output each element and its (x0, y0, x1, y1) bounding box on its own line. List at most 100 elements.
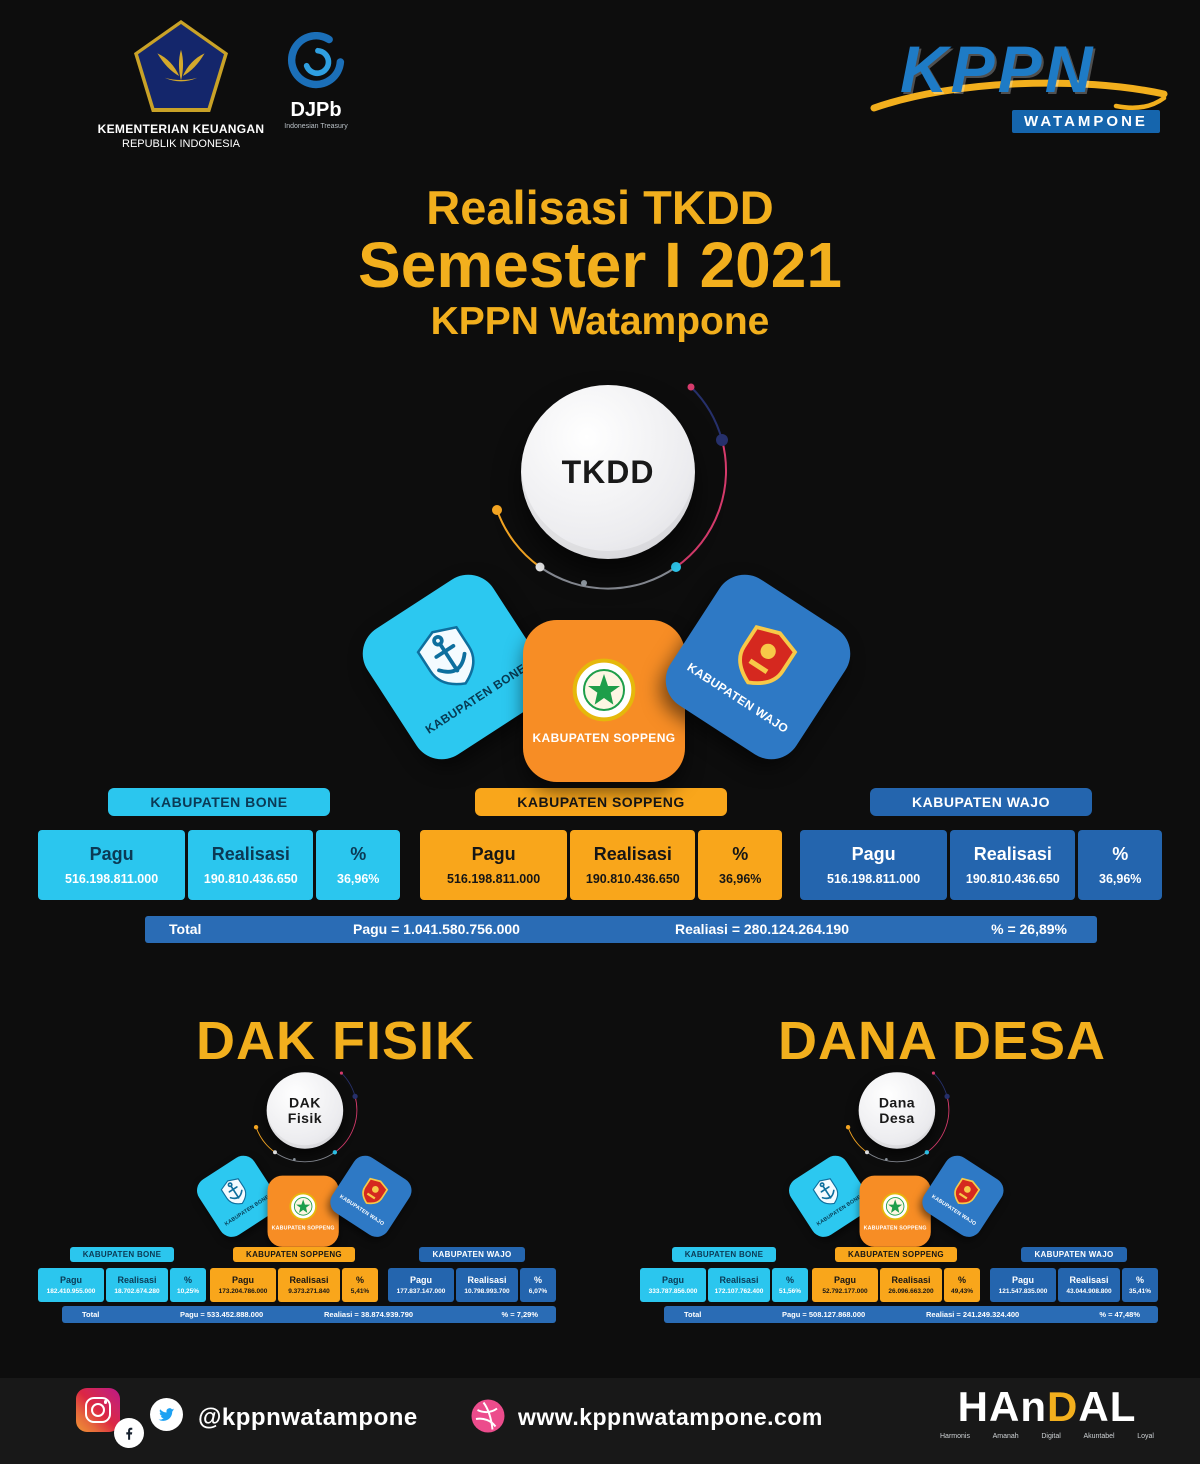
realisasi-value: 26.096.663.200 (888, 1288, 934, 1295)
djpb-tagline: Indonesian Treasury (284, 123, 348, 130)
node-label-soppeng: KABUPATEN SOPPENG (532, 730, 676, 745)
realisasi-header: Realisasi (891, 1275, 931, 1285)
pagu-cell: Pagu 182.410.955.000 (38, 1268, 104, 1302)
table-dak-wajo: KABUPATEN WAJO Pagu 177.837.147.000 Real… (388, 1247, 556, 1302)
website-url: www.kppnwatampone.com (518, 1404, 823, 1430)
total-realisasi: Realiasi = 38.874.939.790 (324, 1310, 414, 1319)
total-pct: % = 47,48% (1099, 1310, 1140, 1319)
soppeng-crest-icon (572, 658, 636, 721)
pagu-value: 177.837.147.000 (396, 1288, 446, 1295)
tkdd-cluster: TKDD KABUPATEN BONE KABUPATEN SOPPENG KA… (340, 330, 870, 790)
pct-cell: % 5,41% (342, 1268, 378, 1302)
realisasi-header: Realisasi (117, 1275, 157, 1285)
hub-dana-desa: Dana Desa (858, 1072, 936, 1149)
table-tkdd-bone: KABUPATEN BONE Pagu 516.198.811.000 Real… (38, 788, 400, 900)
hub-label-line1: Dana (878, 1094, 916, 1111)
kemenkeu-pentagon-inner (138, 24, 224, 108)
pct-cell: % 51,56% (772, 1268, 808, 1302)
pct-value: 49,43% (950, 1288, 974, 1295)
hub-label-line1: TKDD (561, 453, 655, 490)
handal-letter: H (957, 1383, 989, 1430)
realisasi-value: 190.810.436.650 (585, 872, 680, 886)
pagu-value: 516.198.811.000 (827, 872, 921, 886)
pct-cell: % 10,25% (170, 1268, 206, 1302)
pct-cell: % 36,96% (698, 830, 782, 900)
pct-cell: % 36,96% (316, 830, 400, 900)
hub-tkdd: TKDD (521, 385, 695, 559)
facebook-icon (114, 1418, 144, 1448)
orbit-arcs-icon (253, 1071, 358, 1163)
hub-dak-fisik: DAK Fisik (266, 1072, 344, 1149)
realisasi-value: 190.810.436.650 (965, 872, 1060, 886)
pct-header: % (732, 844, 749, 864)
total-label: Total (684, 1310, 702, 1319)
region-pill-wajo: KABUPATEN WAJO (419, 1247, 525, 1262)
pagu-value: 182.410.955.000 (46, 1288, 96, 1295)
node-kabupaten-soppeng: KABUPATEN SOPPENG (523, 620, 685, 782)
node-label-soppeng: KABUPATEN SOPPENG (271, 1224, 335, 1231)
kemenkeu-pentagon-icon (134, 20, 228, 112)
pagu-header: Pagu (59, 1275, 82, 1285)
total-pagu: Pagu = 508.127.868.000 (782, 1310, 866, 1319)
node-kabupaten-soppeng: KABUPATEN SOPPENG (267, 1175, 339, 1247)
realisasi-value: 43.044.908.800 (1066, 1288, 1112, 1295)
table-dd-soppeng: KABUPATEN SOPPENG Pagu 52.792.177.000 Re… (812, 1247, 980, 1302)
region-pill-bone: KABUPATEN BONE (108, 788, 330, 816)
wajo-crest-icon (738, 624, 798, 685)
poster-title-line2: Semester I 2021 (358, 229, 842, 301)
wajo-crest-icon (954, 1177, 981, 1205)
node-kabupaten-bone: KABUPATEN BONE (191, 1150, 284, 1242)
handal-letter: D (1047, 1383, 1079, 1430)
pct-value: 36,96% (337, 872, 380, 886)
region-pill-soppeng: KABUPATEN SOPPENG (475, 788, 727, 816)
pct-value: 5,41% (350, 1288, 370, 1295)
table-tkdd-soppeng: KABUPATEN SOPPENG Pagu 516.198.811.000 R… (420, 788, 782, 900)
table-dak-soppeng: KABUPATEN SOPPENG Pagu 173.204.786.000 R… (210, 1247, 378, 1302)
social-handle: @kppnwatampone (198, 1404, 418, 1431)
pct-header: % (1135, 1275, 1144, 1285)
handal-letter: A (989, 1383, 1021, 1430)
pagu-header: Pagu (833, 1275, 856, 1285)
handal-values: Harmonis Amanah Digital Akuntabel Loyal (938, 1433, 1156, 1440)
realisasi-value: 18.702.674.280 (114, 1288, 160, 1295)
total-pct: % = 7,29% (501, 1310, 538, 1319)
pagu-cell: Pagu 121.547.835.000 (990, 1268, 1056, 1302)
hub-label-line2: Fisik (287, 1110, 323, 1126)
instagram-lens (91, 1403, 105, 1417)
handal-value-loyal: Loyal (1137, 1433, 1154, 1441)
instagram-icon (76, 1388, 120, 1432)
pagu-header: Pagu (851, 844, 896, 864)
handal-wordmark: H A n D A L (938, 1383, 1156, 1430)
total-pagu: Pagu = 533.452.888.000 (180, 1310, 264, 1319)
realisasi-header: Realisasi (289, 1275, 329, 1285)
dana-desa-cluster: Dana Desa KABUPATEN BONE KABUPATEN SOPPE… (779, 1048, 1012, 1250)
region-pill-wajo: KABUPATEN WAJO (870, 788, 1092, 816)
pagu-header: Pagu (89, 844, 134, 864)
djpb-logo: DJPb Indonesian Treasury (268, 32, 364, 130)
realisasi-header: Realisasi (467, 1275, 507, 1285)
node-kabupaten-wajo: KABUPATEN WAJO (917, 1150, 1009, 1242)
table-dd-bone: KABUPATEN BONE Pagu 333.787.856.000 Real… (640, 1247, 808, 1302)
poster-title-line3: KPPN Watampone (430, 300, 770, 343)
realisasi-cell: Realisasi 18.702.674.280 (106, 1268, 168, 1302)
dak-total-bar: Total Pagu = 533.452.888.000 Realiasi = … (62, 1306, 556, 1323)
wajo-crest-icon (362, 1177, 389, 1205)
handal-letter: n (1020, 1383, 1047, 1430)
pagu-value: 333.787.856.000 (648, 1288, 698, 1295)
handal-value-amanah: Amanah (992, 1433, 1019, 1441)
bone-crest-icon (416, 625, 475, 685)
table-dak-bone: KABUPATEN BONE Pagu 182.410.955.000 Real… (38, 1247, 206, 1302)
total-realisasi: Realiasi = 280.124.264.190 (675, 921, 849, 937)
node-kabupaten-bone: KABUPATEN BONE (351, 563, 559, 771)
kppn-wordmark: KPPN (900, 32, 1096, 106)
hub-label-line2: Desa (879, 1110, 915, 1126)
region-pill-wajo: KABUPATEN WAJO (1021, 1247, 1127, 1262)
pagu-cell: Pagu 516.198.811.000 (800, 830, 948, 900)
handal-value-akuntabel: Akuntabel (1083, 1433, 1115, 1441)
realisasi-cell: Realisasi 43.044.908.800 (1058, 1268, 1120, 1302)
djpb-swirl-icon (287, 32, 345, 89)
pagu-cell: Pagu 516.198.811.000 (38, 830, 186, 900)
realisasi-header: Realisasi (211, 844, 290, 864)
region-pill-soppeng: KABUPATEN SOPPENG (835, 1247, 957, 1262)
total-label: Total (169, 921, 202, 937)
